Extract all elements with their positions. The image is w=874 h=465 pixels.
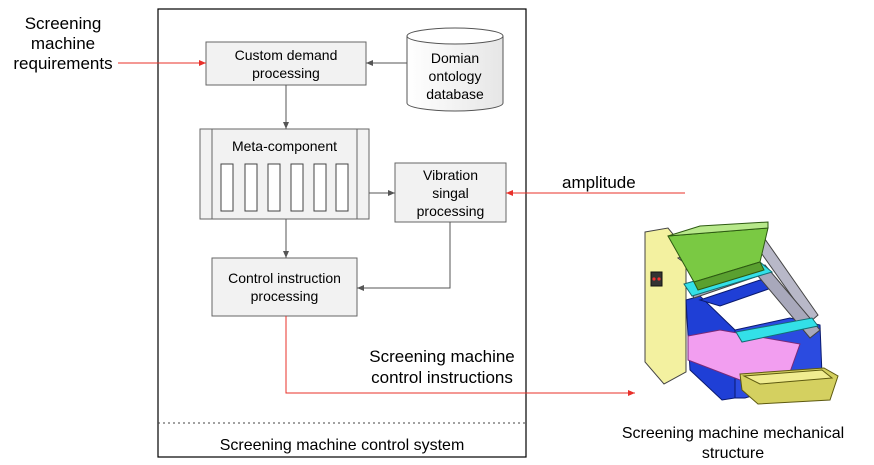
meta-component-label: Meta-component bbox=[212, 135, 357, 157]
control-instructions-line-1: Screening machine bbox=[369, 347, 515, 366]
mechanical-structure-label: Screening machine mechanical structure bbox=[592, 424, 874, 464]
meta-component-box bbox=[199, 128, 370, 220]
custom-demand-line-1: Custom demand bbox=[234, 46, 338, 63]
system-title: Screening machine control system bbox=[219, 437, 465, 454]
screening-machine-illustration bbox=[644, 221, 839, 405]
custom-demand-label: Custom demand processing bbox=[206, 42, 366, 85]
vibration-processing-box bbox=[394, 162, 507, 223]
vibration-line-3: processing bbox=[416, 202, 485, 219]
arrow-instructions-out bbox=[285, 316, 635, 396]
control-instruction-line-1: Control instruction bbox=[228, 270, 341, 286]
requirements-line-3: requirements bbox=[13, 54, 113, 73]
vibration-line-1: Vibration bbox=[422, 166, 478, 183]
meta-component-text: Meta-component bbox=[231, 138, 338, 154]
mechanical-structure-line-1: Screening machine mechanical bbox=[621, 425, 845, 442]
ontology-database-cylinder bbox=[406, 27, 504, 112]
control-instruction-label: Control instruction processing bbox=[212, 258, 357, 316]
control-instructions-label: Screening machine control instructions bbox=[352, 346, 532, 388]
arrow-vibration-to-control bbox=[357, 222, 451, 291]
requirements-line-1: Screening bbox=[24, 14, 102, 33]
requirements-label: Screening machine requirements bbox=[0, 14, 126, 74]
system-border bbox=[157, 8, 527, 458]
control-instruction-box bbox=[211, 257, 358, 317]
ontology-db-label: Domian ontology database bbox=[407, 44, 503, 108]
ontology-db-line-3: database bbox=[426, 86, 484, 102]
vibration-line-2: singal bbox=[432, 184, 469, 201]
requirements-line-2: machine bbox=[30, 34, 96, 53]
ontology-db-line-2: ontology bbox=[428, 68, 482, 84]
ontology-db-line-1: Domian bbox=[430, 50, 480, 66]
amplitude-label: amplitude bbox=[562, 173, 636, 192]
mechanical-structure-line-2: structure bbox=[701, 445, 765, 462]
control-instructions-line-2: control instructions bbox=[371, 368, 513, 387]
control-instruction-line-2: processing bbox=[250, 288, 319, 304]
vibration-label: Vibration singal processing bbox=[395, 163, 506, 222]
custom-demand-line-2: processing bbox=[252, 64, 320, 81]
